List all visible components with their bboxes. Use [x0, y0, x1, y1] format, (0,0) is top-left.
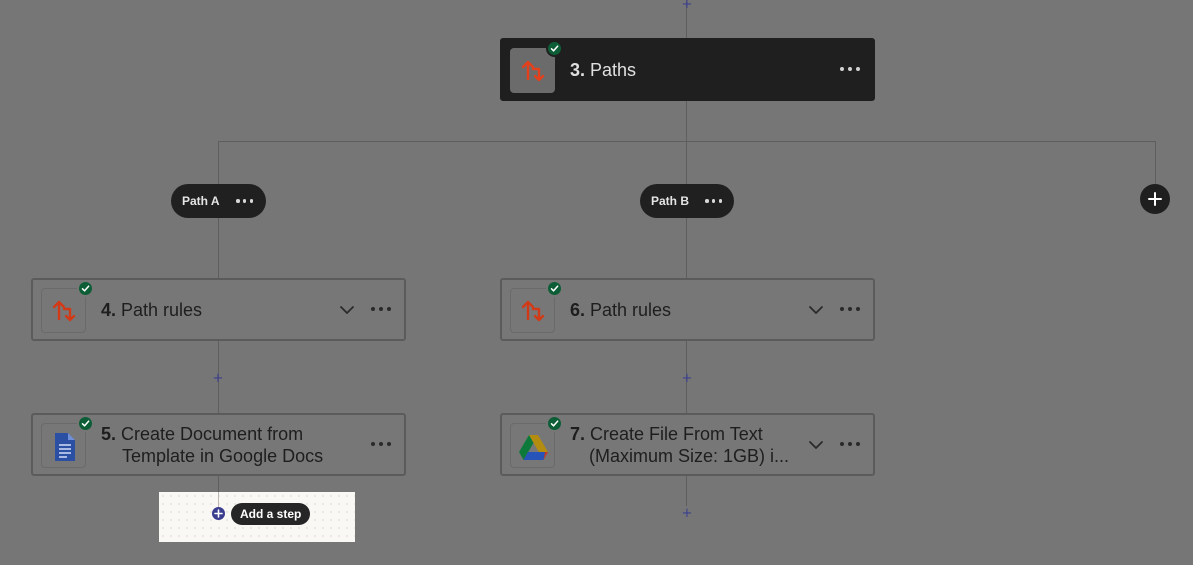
step-name-line2: (Maximum Size: 1GB) i...: [589, 445, 790, 466]
checkmark-icon: [77, 415, 94, 432]
checkmark-icon: [546, 415, 563, 432]
checkmark-icon: [77, 280, 94, 297]
step-7-google-drive[interactable]: 7.Create File From Text (Maximum Size: 1…: [500, 413, 875, 476]
step-title: 5.Create Document from Template in Googl…: [101, 415, 323, 474]
path-label: Path B: [651, 194, 690, 208]
google-docs-app-icon: [41, 415, 94, 468]
more-options-icon[interactable]: [840, 437, 860, 451]
connector-line: [218, 341, 219, 413]
step-number: 6.: [570, 299, 586, 320]
insert-step-plus-icon[interactable]: +: [681, 506, 693, 521]
step-number: 4.: [101, 299, 117, 320]
connector-line: [218, 218, 219, 278]
more-options-icon[interactable]: [840, 62, 860, 76]
step-name: Path rules: [121, 299, 203, 320]
paths-icon: [521, 60, 545, 82]
paths-icon: [521, 300, 545, 322]
google-drive-app-icon: [510, 415, 563, 468]
more-options-icon[interactable]: [371, 302, 391, 316]
more-options-icon[interactable]: [236, 194, 253, 208]
connector-line: [1155, 141, 1156, 184]
plus-icon: [1148, 192, 1162, 206]
path-a-pill[interactable]: Path A: [171, 184, 266, 218]
paths-app-icon: [510, 280, 563, 333]
paths-icon: [52, 300, 76, 322]
connector-line: [686, 218, 687, 278]
google-docs-icon: [55, 433, 75, 461]
step-6-path-rules[interactable]: 6. Path rules: [500, 278, 875, 341]
google-drive-icon: [519, 435, 548, 460]
connector-line: [686, 476, 687, 506]
insert-step-plus-icon[interactable]: +: [212, 371, 224, 386]
path-label: Path A: [182, 194, 220, 208]
connector-line: [686, 0, 687, 38]
checkmark-icon: [546, 40, 563, 57]
step-5-google-docs[interactable]: 5.Create Document from Template in Googl…: [31, 413, 406, 476]
connector-line: [218, 492, 219, 507]
connector-line: [218, 141, 1156, 142]
step-4-path-rules[interactable]: 4. Path rules: [31, 278, 406, 341]
more-options-icon[interactable]: [840, 302, 860, 316]
step-number: 7.: [570, 423, 586, 444]
checkmark-icon: [546, 280, 563, 297]
paths-app-icon: [41, 280, 94, 333]
add-step-tooltip: Add a step: [231, 503, 311, 525]
step-name-line1: Create File From Text: [590, 423, 763, 444]
chevron-down-icon[interactable]: [808, 437, 824, 453]
connector-line: [686, 101, 687, 141]
connector-line: [686, 341, 687, 413]
step-title: 3. Paths: [570, 40, 636, 99]
insert-step-plus-icon[interactable]: +: [681, 0, 693, 12]
more-options-icon[interactable]: [705, 194, 722, 208]
step-title: 7.Create File From Text (Maximum Size: 1…: [570, 415, 789, 474]
insert-step-plus-icon[interactable]: +: [681, 371, 693, 386]
step-name: Path rules: [590, 299, 672, 320]
step-name: Paths: [590, 59, 637, 80]
connector-line: [218, 141, 219, 184]
add-path-button[interactable]: [1140, 184, 1170, 214]
more-options-icon[interactable]: [371, 437, 391, 451]
step-number: 5.: [101, 423, 117, 444]
step-name-line2: Template in Google Docs: [122, 445, 324, 466]
step-title: 4. Path rules: [101, 280, 202, 339]
connector-line: [218, 476, 219, 506]
add-step-plus-icon[interactable]: [212, 507, 225, 520]
step-name-line1: Create Document from: [121, 423, 304, 444]
connector-line: [686, 141, 687, 184]
chevron-down-icon[interactable]: [339, 302, 355, 318]
chevron-down-icon[interactable]: [808, 302, 824, 318]
step-3-paths[interactable]: 3. Paths: [500, 38, 875, 101]
path-b-pill[interactable]: Path B: [640, 184, 734, 218]
step-number: 3.: [570, 59, 586, 80]
paths-app-icon: [510, 40, 563, 93]
step-title: 6. Path rules: [570, 280, 671, 339]
